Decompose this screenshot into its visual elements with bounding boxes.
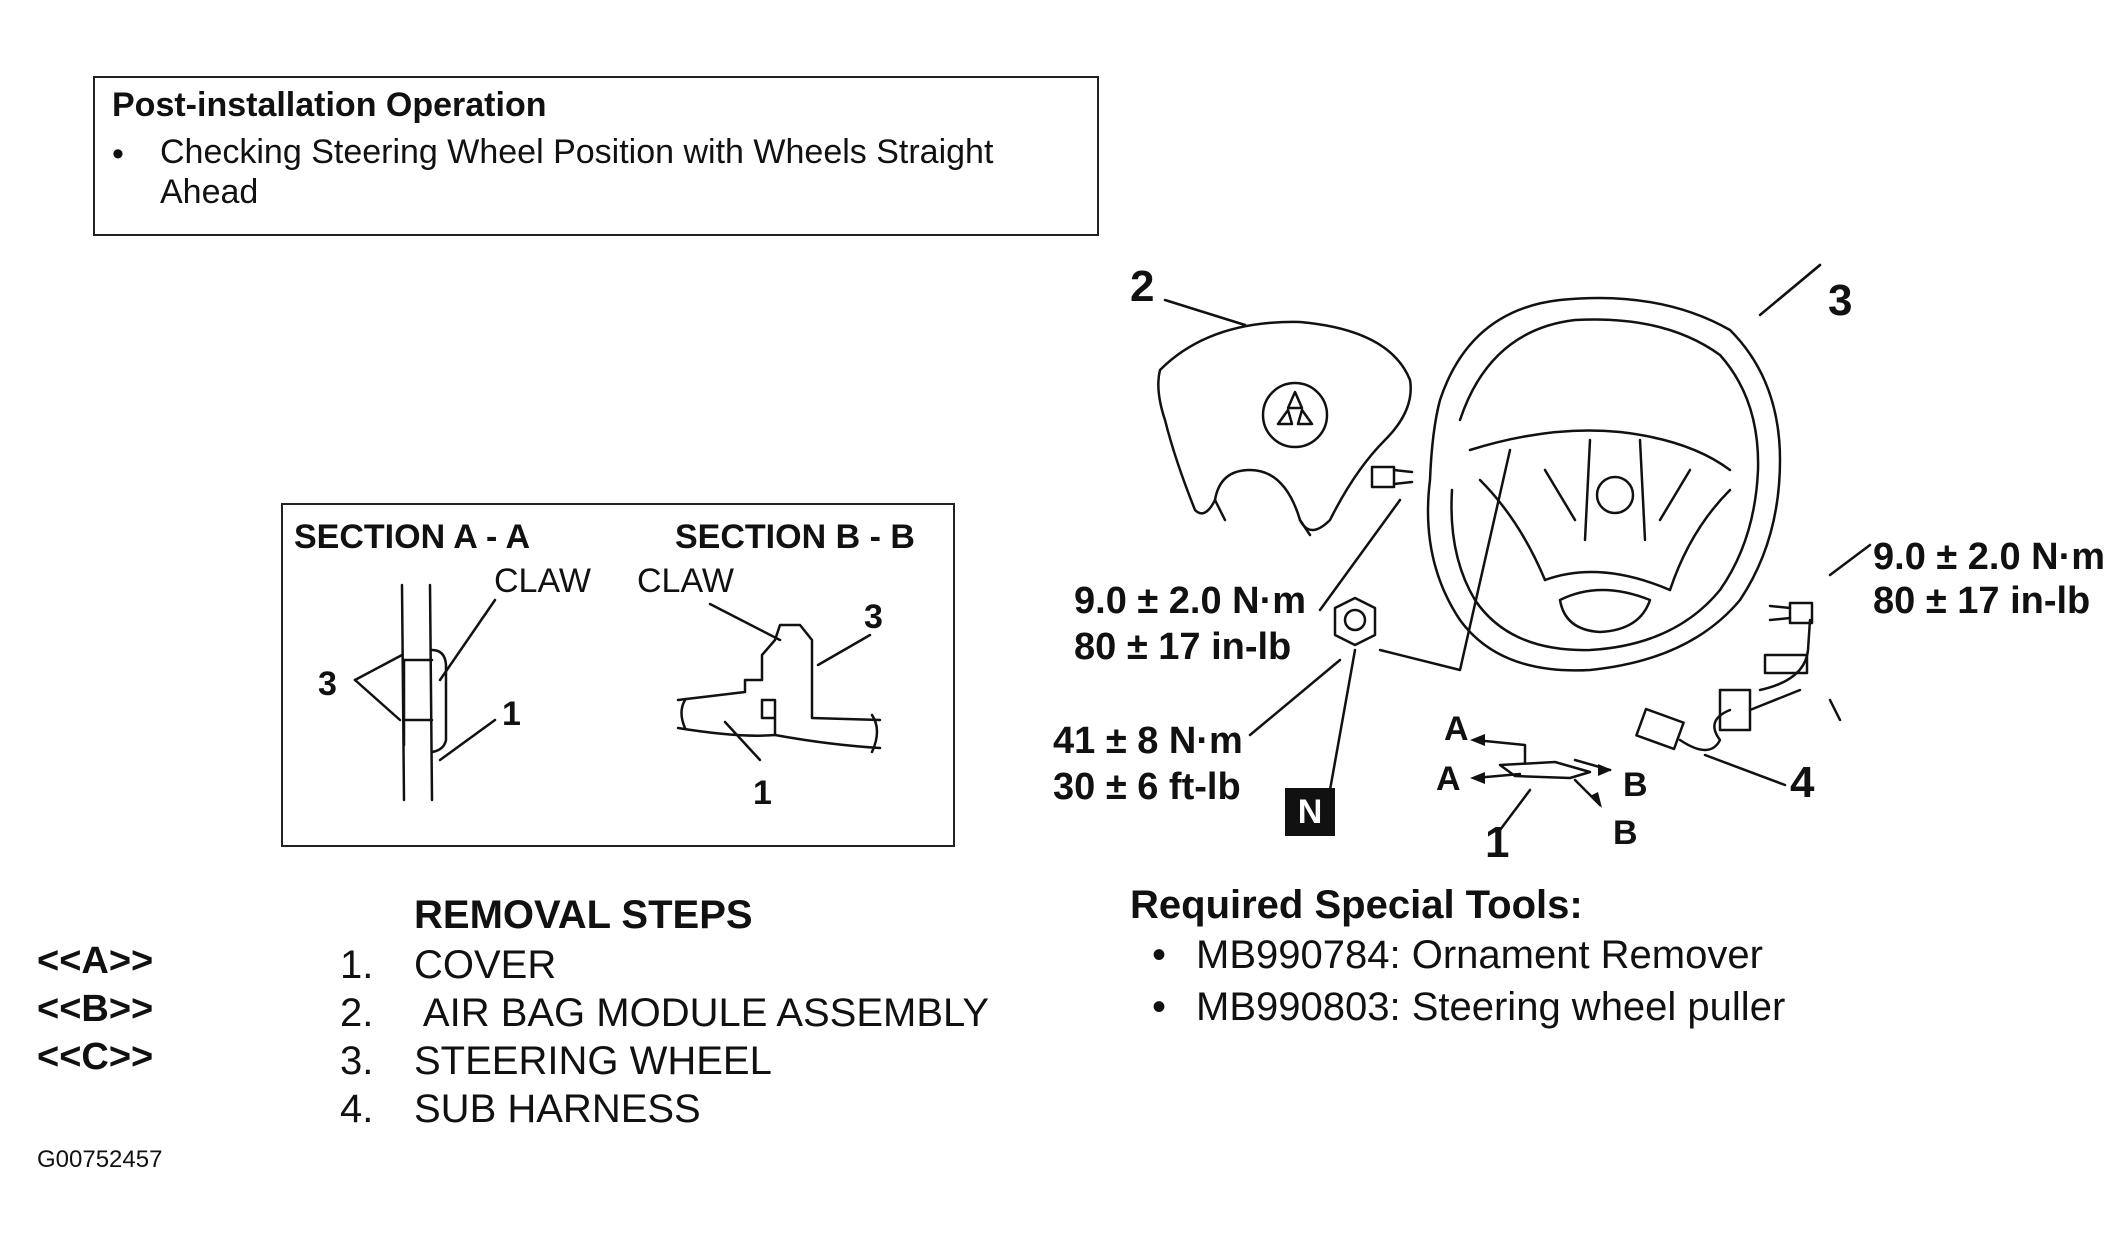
removal-step-1-label: COVER — [414, 943, 557, 987]
required-tools-title: Required Special Tools: — [1130, 883, 1583, 927]
section-detail-box — [281, 503, 955, 847]
tool-2-bullet: • — [1152, 985, 1167, 1029]
removal-code-b: <<B>> — [37, 988, 154, 1030]
arrow-label-b-upper: B — [1623, 766, 1648, 804]
removal-step-1-number: 1. — [340, 943, 374, 987]
arrow-label-b-lower: B — [1613, 814, 1638, 852]
arrow-label-a-upper: A — [1444, 710, 1469, 748]
steering-wheel-drawing — [1426, 263, 1822, 672]
post-installation-text-line2: Ahead — [160, 173, 259, 211]
torque-left-nm: 9.0 ± 2.0 N·m — [1074, 580, 1307, 622]
removal-step-2-number: 2. — [340, 991, 374, 1035]
removal-code-c: <<C>> — [37, 1036, 154, 1078]
arrow-label-a-lower: A — [1436, 760, 1461, 798]
tool-1-label: MB990784: Ornament Remover — [1196, 933, 1763, 977]
callout-2: 2 — [1130, 262, 1155, 311]
section-b-claw-label: CLAW — [637, 562, 734, 600]
section-b-title: SECTION B - B — [675, 518, 915, 556]
sub-harness-drawing — [1635, 618, 1842, 787]
removal-step-4-label: SUB HARNESS — [414, 1087, 701, 1131]
nut-non-reusable-badge: N — [1285, 788, 1335, 836]
section-a-label-1: 1 — [502, 695, 521, 733]
nut-drawing — [1248, 448, 1512, 792]
removal-step-4-number: 4. — [340, 1087, 374, 1131]
callout-3: 3 — [1828, 276, 1853, 325]
removal-step-3-label: STEERING WHEEL — [414, 1039, 772, 1083]
removal-code-a: <<A>> — [37, 940, 154, 982]
figure-id: G00752457 — [37, 1146, 163, 1173]
torque-right-inlb: 80 ± 17 in-lb — [1873, 580, 2091, 622]
callout-1: 1 — [1485, 818, 1510, 867]
section-a-drawing — [353, 583, 497, 802]
bolt-left — [1318, 465, 1414, 612]
section-a-claw-label: CLAW — [494, 562, 591, 600]
post-installation-text-line1: Checking Steering Wheel Position with Wh… — [160, 133, 994, 171]
post-installation-title: Post-installation Operation — [112, 86, 547, 124]
removal-step-3-number: 3. — [340, 1039, 374, 1083]
post-installation-box — [93, 76, 1099, 236]
air-bag-module-drawing — [1157, 298, 1412, 537]
bolt-right — [1768, 543, 1872, 625]
tool-2-label: MB990803: Steering wheel puller — [1196, 985, 1786, 1029]
torque-right-nm: 9.0 ± 2.0 N·m — [1873, 536, 2106, 578]
torque-left-inlb: 80 ± 17 in-lb — [1074, 626, 1292, 668]
section-b-label-3: 3 — [864, 598, 883, 636]
callout-4: 4 — [1790, 758, 1815, 807]
tool-1-bullet: • — [1152, 933, 1167, 977]
torque-nut-nm: 41 ± 8 N·m — [1053, 720, 1243, 762]
torque-nut-ftlb: 30 ± 6 ft-lb — [1053, 766, 1241, 808]
removal-steps-title: REMOVAL STEPS — [414, 893, 753, 937]
section-arrows — [1470, 734, 1612, 808]
section-b-label-1: 1 — [753, 774, 772, 812]
section-a-title: SECTION A - A — [294, 518, 531, 556]
section-a-label-3: 3 — [318, 665, 337, 703]
section-b-drawing — [676, 602, 882, 762]
cover-drawing — [1473, 738, 1612, 832]
removal-step-2-label: AIR BAG MODULE ASSEMBLY — [414, 991, 989, 1035]
post-installation-bullet: • — [112, 135, 124, 173]
